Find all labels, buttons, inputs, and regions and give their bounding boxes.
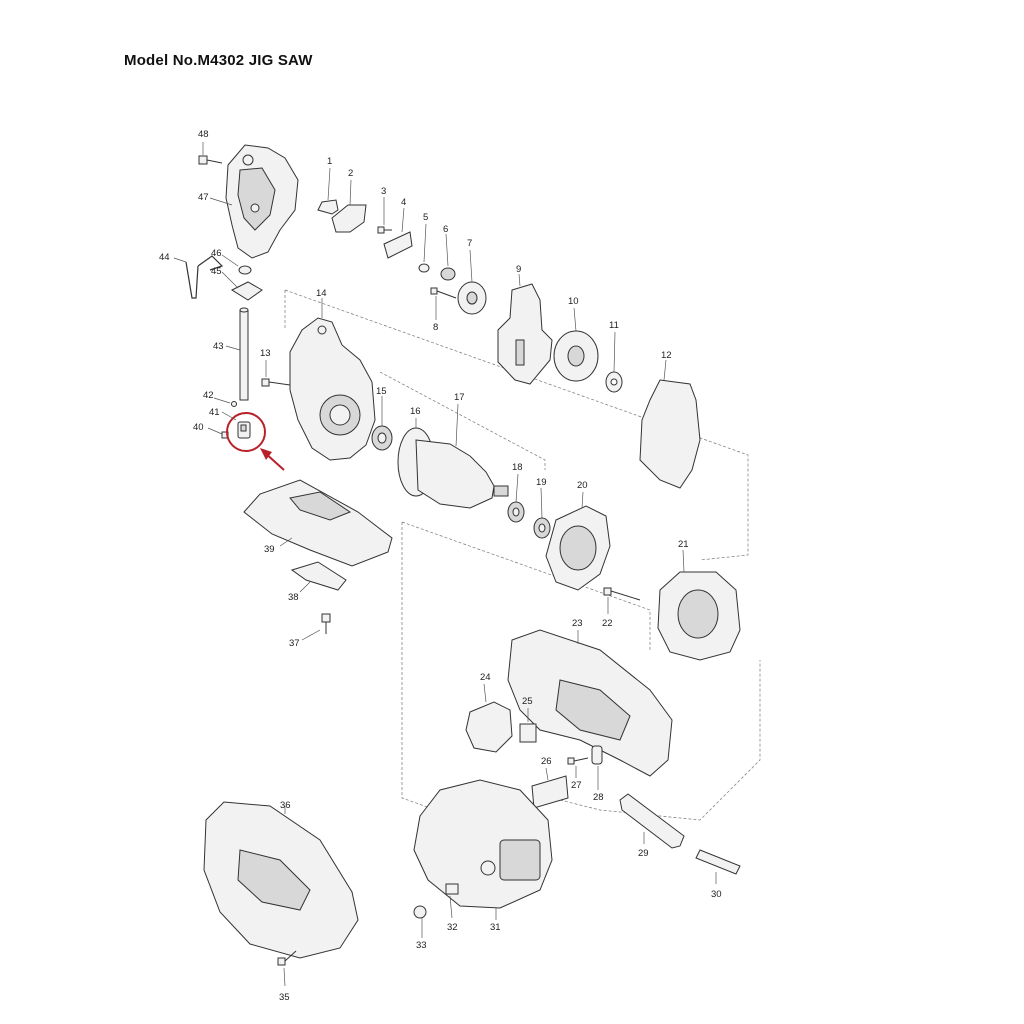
part-label: 5 <box>423 212 428 223</box>
part-label: 23 <box>572 618 583 629</box>
part-label: 48 <box>198 129 209 140</box>
part-label: 29 <box>638 848 649 859</box>
part-label: 46 <box>211 248 222 259</box>
part-label: 31 <box>490 922 501 933</box>
part-label: 6 <box>443 224 448 235</box>
part-24-switch <box>465 683 513 753</box>
part-label: 28 <box>593 792 604 803</box>
part-33-brush-cap <box>413 905 427 938</box>
part-47-gear-housing <box>209 144 299 259</box>
part-45-plate <box>221 271 263 301</box>
part-label: 13 <box>260 348 271 359</box>
part-39-base <box>243 479 393 567</box>
part-23-housing-half <box>507 629 673 777</box>
part-40-screw <box>207 427 229 439</box>
part-35-screw <box>277 950 297 987</box>
part-label: 26 <box>541 756 552 767</box>
part-label: 21 <box>678 539 689 550</box>
part-label: 24 <box>480 672 491 683</box>
part-label: 38 <box>288 592 299 603</box>
part-13-screw <box>261 360 291 387</box>
part-36-handle-cover <box>203 801 359 959</box>
part-label: 36 <box>280 800 291 811</box>
part-label: 4 <box>401 197 406 208</box>
part-label: 18 <box>512 462 523 473</box>
part-48-screw <box>198 142 223 165</box>
part-27-screw <box>567 757 589 778</box>
part-label: 12 <box>661 350 672 361</box>
part-label: 8 <box>433 322 438 333</box>
part-label: 14 <box>316 288 327 299</box>
part-46-washer <box>221 254 252 275</box>
part-42-pin <box>213 397 237 407</box>
part-43-plunger-rod <box>225 307 249 401</box>
part-8-pin <box>430 287 457 320</box>
part-label: 20 <box>577 480 588 491</box>
part-label: 15 <box>376 386 387 397</box>
part-label: 32 <box>447 922 458 933</box>
part-label: 47 <box>198 192 209 203</box>
part-29-strain-relief <box>619 793 685 849</box>
part-7-gear <box>457 249 487 315</box>
part-38-guide <box>290 561 347 593</box>
part-label: 19 <box>536 477 547 488</box>
part-17-armature <box>415 403 509 509</box>
part-32-brush <box>445 883 459 919</box>
part-22-screw <box>603 587 641 614</box>
part-18-bearing <box>507 473 525 523</box>
part-20-baffle <box>545 491 611 591</box>
part-label: 17 <box>454 392 465 403</box>
part-1-clip <box>317 167 339 215</box>
part-44-wire-clip <box>173 255 224 299</box>
part-label: 35 <box>279 992 290 1003</box>
part-label: 25 <box>522 696 533 707</box>
part-4-label <box>383 207 413 259</box>
part-labels: 1 2 3 4 5 6 7 8 9 10 11 12 13 14 15 16 1… <box>159 129 722 1003</box>
part-label: 43 <box>213 341 224 352</box>
part-label: 33 <box>416 940 427 951</box>
part-9-slider-plate <box>497 273 553 385</box>
part-label: 1 <box>327 156 332 167</box>
part-label: 2 <box>348 168 353 179</box>
highlight-marker <box>226 412 285 471</box>
part-label: 22 <box>602 618 613 629</box>
part-label: 16 <box>410 406 421 417</box>
part-label: 42 <box>203 390 214 401</box>
part-10-gear-wheel <box>553 307 599 382</box>
part-label: 3 <box>381 186 386 197</box>
part-26-label <box>531 767 569 809</box>
part-25-capacitor <box>519 708 537 743</box>
part-label: 45 <box>211 266 222 277</box>
part-label: 9 <box>516 264 521 275</box>
part-label: 7 <box>467 238 472 249</box>
part-label: 40 <box>193 422 204 433</box>
part-6-bearing <box>440 233 456 281</box>
part-28-clamp <box>591 745 603 790</box>
diagram-title: Model No.M4302 JIG SAW <box>124 52 313 69</box>
part-label: 44 <box>159 252 170 263</box>
part-3-screw <box>377 197 392 234</box>
part-label: 11 <box>609 320 619 331</box>
part-37-screw <box>301 613 331 641</box>
part-label: 37 <box>289 638 300 649</box>
part-5-washer <box>418 223 430 273</box>
part-31-rear-housing <box>413 779 553 920</box>
part-14-motor-housing <box>289 298 376 461</box>
part-label: 39 <box>264 544 275 555</box>
part-15-bearing <box>371 396 393 451</box>
part-label: 27 <box>571 780 582 791</box>
part-19-bearing <box>533 487 551 539</box>
part-label: 10 <box>568 296 579 307</box>
part-30-cord <box>695 849 741 884</box>
part-2-bracket <box>331 179 367 233</box>
part-11-washer <box>605 331 623 393</box>
part-12-gasket <box>639 359 701 489</box>
part-label: 41 <box>209 407 220 418</box>
part-label: 30 <box>711 889 722 900</box>
part-21-field <box>657 549 741 661</box>
